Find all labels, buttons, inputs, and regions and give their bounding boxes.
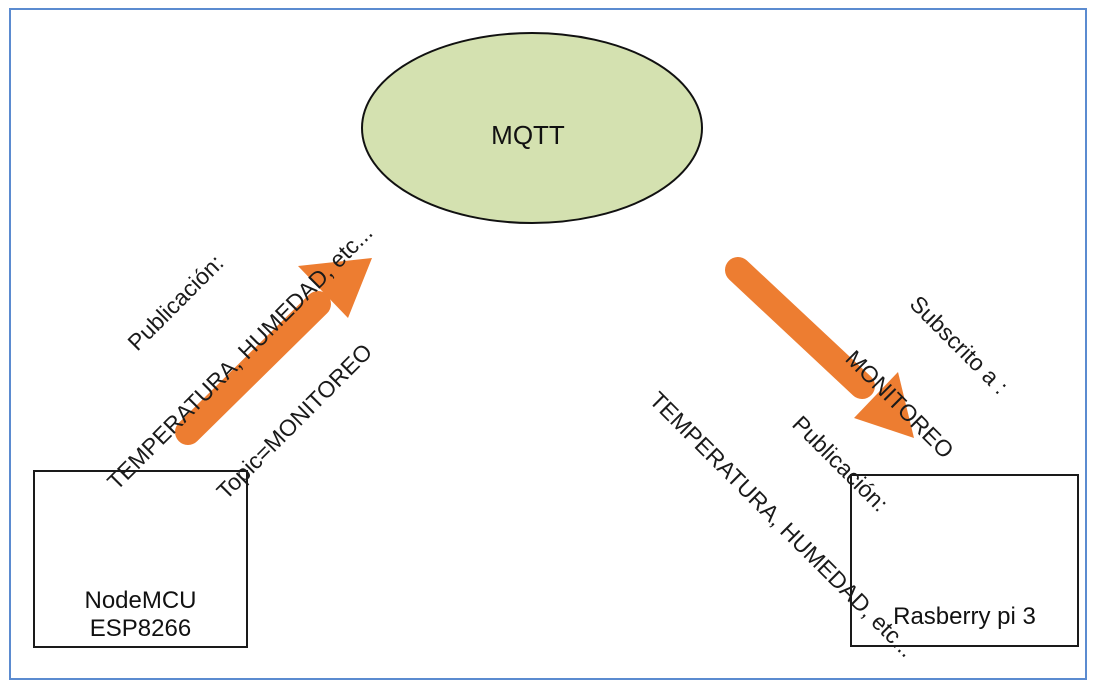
raspberry-pi-label: Rasberry pi 3 — [893, 603, 1036, 630]
mqtt-broker-ellipse — [361, 32, 703, 224]
subscribe-arrow — [725, 257, 914, 438]
esp8266-label: ESP8266 — [89, 615, 192, 642]
subscriber-annotation-line-2: MONITOREO — [840, 345, 959, 464]
diagram-frame — [9, 8, 1087, 680]
raspberry-pi-box: Rasberry pi 3 — [850, 474, 1079, 647]
nodemcu-label: NodeMCU — [84, 587, 197, 614]
mqtt-broker-label: MQTT — [491, 120, 565, 150]
nodemcu-box: NodeMCU ESP8266 — [33, 470, 248, 648]
publish-arrow — [175, 258, 372, 445]
